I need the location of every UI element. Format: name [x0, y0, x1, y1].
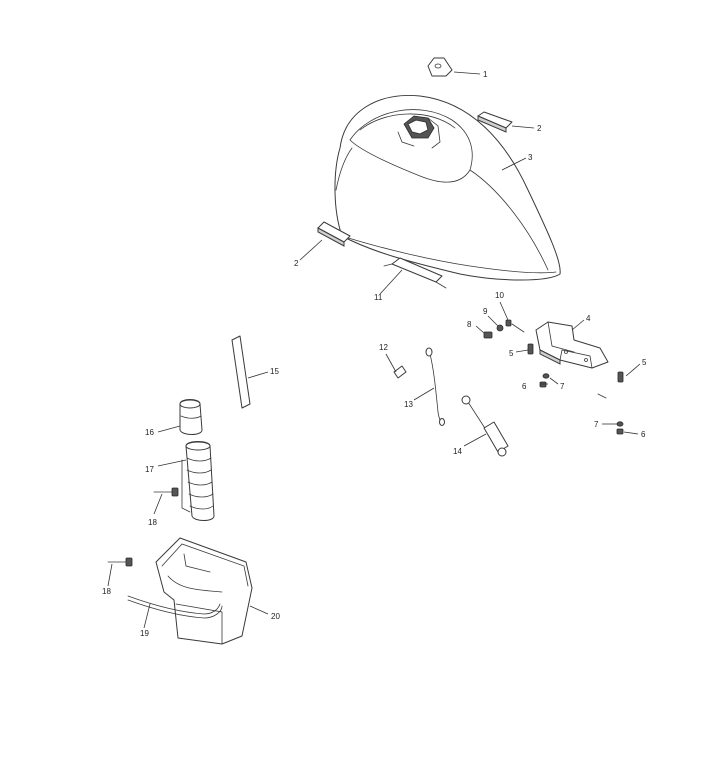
callout-labels: 1 2 3 2 11 10 9 8 4 5 5 6 7 7 6 12 13 14… — [102, 70, 647, 638]
callout-7-left: 7 — [560, 382, 565, 391]
small-pin — [597, 393, 607, 399]
part-18-screw-upper — [153, 487, 179, 497]
part-7-washer-right — [616, 421, 624, 427]
callout-20: 20 — [271, 612, 280, 621]
callout-6-left: 6 — [522, 382, 527, 391]
part-13-cable — [425, 347, 445, 426]
callout-6-right: 6 — [641, 430, 646, 439]
part-4-mounting-bracket — [535, 321, 609, 369]
part-19-strap — [127, 595, 223, 619]
callout-8: 8 — [467, 320, 472, 329]
callout-7-right: 7 — [594, 420, 599, 429]
callout-13: 13 — [404, 400, 413, 409]
part-18-screw-lower — [107, 557, 133, 567]
callout-18-upper: 18 — [148, 518, 157, 527]
leader-lines — [107, 71, 641, 629]
callout-9: 9 — [483, 307, 488, 316]
part-14-gas-spring — [461, 395, 509, 457]
part-2-bumper-pad-lower — [317, 221, 351, 247]
part-5-screw-left — [527, 343, 534, 355]
part-2-bumper-pad-upper — [477, 111, 513, 133]
callout-2-upper: 2 — [537, 124, 542, 133]
callout-10: 10 — [495, 291, 504, 300]
callout-5-right: 5 — [642, 358, 647, 367]
part-12-pin — [393, 365, 407, 379]
callout-12: 12 — [379, 343, 388, 352]
part-17-bellows-tube — [181, 441, 215, 521]
callout-14: 14 — [453, 447, 462, 456]
part-15-strap-panel — [231, 335, 251, 409]
part-6-nut-right — [616, 428, 624, 435]
callout-17: 17 — [145, 465, 154, 474]
callout-16: 16 — [145, 428, 154, 437]
part-7-washer-left — [542, 373, 550, 379]
callout-2-lower: 2 — [294, 259, 299, 268]
part-5-screw-right — [617, 371, 624, 383]
part-20-storage-bin — [155, 537, 253, 645]
callout-18-lower: 18 — [102, 587, 111, 596]
callout-11: 11 — [374, 293, 383, 302]
callout-4: 4 — [586, 314, 591, 323]
part-6-nut-left — [539, 381, 547, 388]
part-8-screw — [483, 331, 493, 339]
part-10-bolt — [505, 319, 525, 333]
callout-1: 1 — [483, 70, 488, 79]
part-3-storage-hood — [334, 94, 561, 281]
callout-5-left: 5 — [509, 349, 514, 358]
part-9-washer — [496, 324, 504, 332]
part-11-hinge-rod — [383, 257, 447, 289]
callout-19: 19 — [140, 629, 149, 638]
part-1-latch-plate — [427, 57, 453, 77]
part-16-cap — [179, 399, 203, 435]
callout-3: 3 — [528, 153, 533, 162]
callout-15: 15 — [270, 367, 279, 376]
